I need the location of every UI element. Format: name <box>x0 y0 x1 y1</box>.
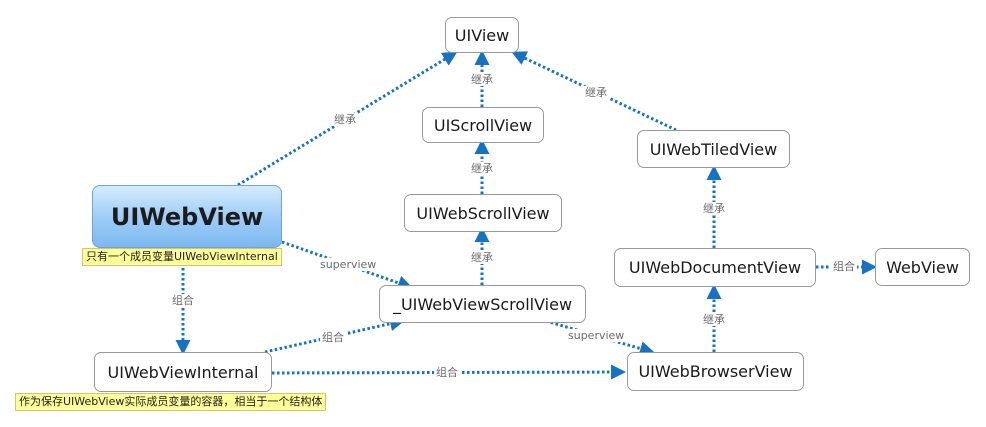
edge-label-uiwebview-wvscroll: superview <box>318 258 379 271</box>
edge-label-tiledview-uiview: 继承 <box>583 86 609 99</box>
node-uiwebscrollview[interactable]: UIWebScrollView <box>404 194 562 232</box>
edge-label-uiwebview-internal: 组合 <box>170 294 196 307</box>
edge-label-internal-wvscroll: 组合 <box>320 331 346 344</box>
uiwebview-note: 只有一个成员变量UIWebViewInternal <box>82 248 282 266</box>
node-uiwebviewscrollview[interactable]: _UIWebViewScrollView <box>379 285 586 323</box>
node-uiscrollview[interactable]: UIScrollView <box>422 107 544 143</box>
node-webview[interactable]: WebView <box>875 248 970 286</box>
uiwebviewinternal-note: 作为保存UIWebView实际成员变量的容器，相当于一个结构体 <box>15 393 327 411</box>
edge-label-wvscroll-browser: superview <box>566 329 627 342</box>
node-uiwebbrowserview[interactable]: UIWebBrowserView <box>627 352 804 391</box>
edge-label-document-webview: 组合 <box>831 260 857 273</box>
edge-label-uiwebview-uiview: 继承 <box>332 113 358 126</box>
node-uiview[interactable]: UIView <box>445 17 519 53</box>
edge-label-document-tiled: 继承 <box>701 202 727 215</box>
node-uiwebdocumentview[interactable]: UIWebDocumentView <box>614 248 816 287</box>
edge-label-webscroll-uiscroll: 继承 <box>469 162 495 175</box>
edge-label-browser-document: 继承 <box>701 313 727 326</box>
edge-label-wvscroll-webscroll: 继承 <box>469 251 495 264</box>
edge-label-internal-browser: 组合 <box>434 366 460 379</box>
node-uiwebview[interactable]: UIWebView <box>92 185 282 248</box>
node-uiwebviewinternal[interactable]: UIWebViewInternal <box>94 352 272 392</box>
node-uiwebtiledview[interactable]: UIWebTiledView <box>637 130 790 168</box>
edge-label-uiscrollview-uiview: 继承 <box>469 73 495 86</box>
